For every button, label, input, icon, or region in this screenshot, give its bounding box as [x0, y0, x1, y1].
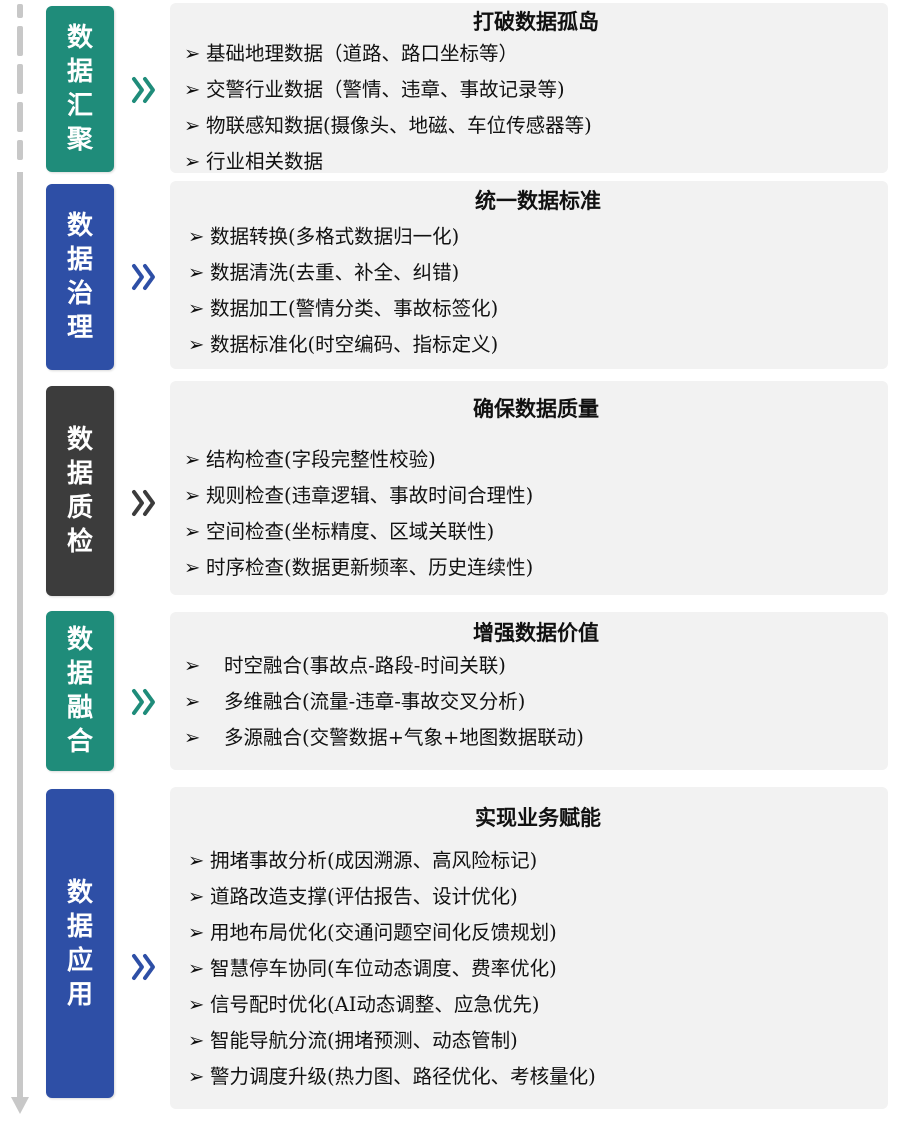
stage-panel: 打破数据孤岛 ➢基础地理数据（道路、路口坐标等） ➢交警行业数据（警情、违章、事… — [170, 3, 888, 173]
bullet-arrow-icon: ➢ — [188, 261, 205, 284]
panel-title: 确保数据质量 — [473, 397, 599, 421]
bullet-arrow-icon: ➢ — [184, 42, 201, 65]
list-item: ➢智能导航分流(拥堵预测、动态管制) — [188, 1023, 888, 1059]
double-chevron-right-icon — [132, 264, 155, 290]
stage-label: 数据治理 — [66, 211, 93, 343]
bullet-arrow-icon: ➢ — [184, 484, 201, 507]
bullet-arrow-icon: ➢ — [188, 993, 205, 1016]
list-item: ➢时空融合(事故点-路段-时间关联) — [184, 648, 888, 684]
list-item: ➢物联感知数据(摄像头、地磁、车位传感器等) — [184, 108, 888, 144]
list-item: ➢警力调度升级(热力图、路径优化、考核量化) — [188, 1059, 888, 1095]
bullet-arrow-icon: ➢ — [188, 1029, 205, 1052]
bullet-arrow-icon: ➢ — [188, 957, 205, 980]
list-item: ➢拥堵事故分析(成因溯源、高风险标记) — [188, 843, 888, 879]
list-item: ➢智慧停车协同(车位动态调度、费率优化) — [188, 951, 888, 987]
list-item: ➢多维融合(流量-违章-事故交叉分析) — [184, 684, 888, 720]
timeline-line — [17, 172, 23, 1097]
stage-label-box: 数据治理 — [46, 184, 114, 370]
bullet-arrow-icon: ➢ — [184, 654, 201, 677]
timeline-arrow — [11, 4, 29, 1114]
panel-list: ➢结构检查(字段完整性校验) ➢规则检查(违章逻辑、事故时间合理性) ➢空间检查… — [184, 442, 888, 586]
stage-label: 数据应用 — [66, 877, 93, 1010]
panel-title: 统一数据标准 — [475, 189, 601, 213]
list-item: ➢空间检查(坐标精度、区域关联性) — [184, 514, 888, 550]
stage-panel: 增强数据价值 ➢时空融合(事故点-路段-时间关联) ➢多维融合(流量-违章-事故… — [170, 612, 888, 770]
bullet-arrow-icon: ➢ — [188, 885, 205, 908]
bullet-arrow-icon: ➢ — [188, 333, 205, 356]
list-item: ➢交警行业数据（警情、违章、事故记录等) — [184, 72, 888, 108]
list-item: ➢时序检查(数据更新频率、历史连续性) — [184, 550, 888, 586]
panel-list: ➢拥堵事故分析(成因溯源、高风险标记) ➢道路改造支撑(评估报告、设计优化) ➢… — [188, 843, 888, 1095]
panel-list: ➢数据转换(多格式数据归一化) ➢数据清洗(去重、补全、纠错) ➢数据加工(警情… — [188, 219, 888, 363]
list-item: ➢结构检查(字段完整性校验) — [184, 442, 888, 478]
bullet-arrow-icon: ➢ — [184, 726, 201, 749]
stage-label-box: 数据质检 — [46, 386, 114, 596]
bullet-arrow-icon: ➢ — [184, 150, 201, 173]
stage-panel: 统一数据标准 ➢数据转换(多格式数据归一化) ➢数据清洗(去重、补全、纠错) ➢… — [170, 181, 888, 369]
timeline-dashes — [17, 4, 23, 160]
list-item: ➢信号配时优化(AI动态调整、应急优先) — [188, 987, 888, 1023]
bullet-arrow-icon: ➢ — [188, 225, 205, 248]
panel-title: 打破数据孤岛 — [473, 10, 599, 34]
list-item: ➢用地布局优化(交通问题空间化反馈规划) — [188, 915, 888, 951]
stage-label: 数据汇聚 — [66, 23, 93, 155]
double-chevron-right-icon — [132, 954, 155, 980]
panel-list: ➢时空融合(事故点-路段-时间关联) ➢多维融合(流量-违章-事故交叉分析) ➢… — [184, 648, 888, 756]
list-item: ➢规则检查(违章逻辑、事故时间合理性) — [184, 478, 888, 514]
list-item: ➢行业相关数据 — [184, 144, 888, 180]
bullet-arrow-icon: ➢ — [184, 520, 201, 543]
double-chevron-right-icon — [132, 689, 155, 715]
stage-label-box: 数据应用 — [46, 789, 114, 1098]
bullet-arrow-icon: ➢ — [188, 921, 205, 944]
list-item: ➢数据标准化(时空编码、指标定义) — [188, 327, 888, 363]
list-item: ➢数据清洗(去重、补全、纠错) — [188, 255, 888, 291]
double-chevron-right-icon — [132, 77, 155, 103]
bullet-arrow-icon: ➢ — [188, 1065, 205, 1088]
stage-panel: 实现业务赋能 ➢拥堵事故分析(成因溯源、高风险标记) ➢道路改造支撑(评估报告、… — [170, 787, 888, 1109]
bullet-arrow-icon: ➢ — [184, 448, 201, 471]
bullet-arrow-icon: ➢ — [184, 556, 201, 579]
list-item: ➢数据转换(多格式数据归一化) — [188, 219, 888, 255]
panel-title: 增强数据价值 — [473, 621, 599, 645]
list-item: ➢道路改造支撑(评估报告、设计优化) — [188, 879, 888, 915]
stage-label: 数据融合 — [66, 625, 93, 757]
panel-title: 实现业务赋能 — [475, 806, 601, 830]
stage-panel: 确保数据质量 ➢结构检查(字段完整性校验) ➢规则检查(违章逻辑、事故时间合理性… — [170, 381, 888, 595]
list-item: ➢基础地理数据（道路、路口坐标等） — [184, 36, 888, 72]
stage-label-box: 数据融合 — [46, 611, 114, 771]
stage-label-box: 数据汇聚 — [46, 6, 114, 172]
double-chevron-right-icon — [132, 490, 155, 516]
bullet-arrow-icon: ➢ — [188, 849, 205, 872]
timeline-arrowhead — [11, 1097, 29, 1114]
list-item: ➢多源融合(交警数据+气象+地图数据联动) — [184, 720, 888, 756]
bullet-arrow-icon: ➢ — [188, 297, 205, 320]
bullet-arrow-icon: ➢ — [184, 690, 201, 713]
panel-list: ➢基础地理数据（道路、路口坐标等） ➢交警行业数据（警情、违章、事故记录等) ➢… — [184, 36, 888, 180]
bullet-arrow-icon: ➢ — [184, 78, 201, 101]
list-item: ➢数据加工(警情分类、事故标签化) — [188, 291, 888, 327]
bullet-arrow-icon: ➢ — [184, 114, 201, 137]
stage-label: 数据质检 — [66, 425, 93, 557]
